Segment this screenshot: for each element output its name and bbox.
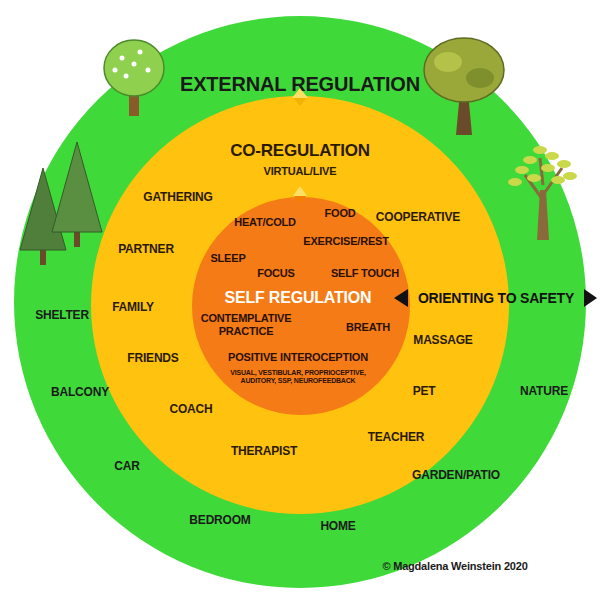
region-item: MASSAGE bbox=[413, 334, 472, 348]
region-item: HEAT/COLD bbox=[234, 216, 296, 229]
region-item: EXERCISE/REST bbox=[303, 235, 388, 248]
arrow-head bbox=[584, 289, 597, 307]
region-heading: EXTERNAL REGULATION bbox=[180, 73, 420, 96]
orienting-label: ORIENTING TO SAFETY bbox=[418, 290, 574, 306]
region-item: CONTEMPLATIVE PRACTICE bbox=[196, 312, 296, 337]
marker-triangle bbox=[293, 186, 307, 196]
region-item: NATURE bbox=[520, 385, 568, 399]
marker-triangle bbox=[293, 98, 307, 106]
region-item: POSITIVE INTEROCEPTION bbox=[228, 351, 368, 364]
marker-triangle bbox=[292, 88, 308, 98]
region-heading: SELF REGULATION bbox=[225, 289, 372, 307]
region-item: COOPERATIVE bbox=[376, 211, 460, 225]
region-item: BREATH bbox=[346, 321, 390, 334]
region-item: PET bbox=[413, 385, 436, 399]
region-item: COACH bbox=[170, 403, 213, 417]
region-item: PARTNER bbox=[118, 243, 174, 257]
tree bbox=[508, 146, 577, 240]
region-item: TEACHER bbox=[368, 431, 425, 445]
region-item: FOCUS bbox=[257, 267, 295, 280]
region-item: HOME bbox=[320, 520, 355, 534]
region-item: THERAPIST bbox=[231, 445, 297, 459]
region-item: VIRTUAL/LIVE bbox=[264, 165, 337, 178]
tree bbox=[104, 40, 164, 116]
marker-triangle bbox=[294, 196, 306, 203]
arrow-head bbox=[394, 289, 408, 307]
region-item: SELF TOUCH bbox=[331, 267, 399, 280]
region-item: FOOD bbox=[325, 207, 356, 220]
region-item: GARDEN/PATIO bbox=[412, 469, 500, 483]
pine-tree bbox=[20, 142, 102, 265]
region-item: FRIENDS bbox=[127, 352, 178, 366]
region-item: VISUAL, VESTIBULAR, PROPRIOCEPTIVE, AUDI… bbox=[213, 369, 383, 385]
copyright-note: © Magdalena Weinstein 2020 bbox=[382, 560, 527, 573]
region-heading: CO-REGULATION bbox=[230, 141, 370, 161]
region-item: BEDROOM bbox=[189, 514, 250, 528]
region-item: SLEEP bbox=[210, 252, 245, 265]
region-item: CAR bbox=[114, 460, 139, 474]
tree bbox=[424, 38, 504, 135]
circle-fill bbox=[192, 197, 410, 415]
region-item: GATHERING bbox=[143, 191, 212, 205]
circle-fill bbox=[14, 16, 586, 588]
region-item: BALCONY bbox=[51, 386, 109, 400]
region-circle: SELF REGULATION HEAT/COLD FOOD EXERCISE/RES… bbox=[192, 197, 410, 415]
region-item: SHELTER bbox=[35, 309, 89, 323]
region-item: FAMILY bbox=[112, 301, 154, 315]
